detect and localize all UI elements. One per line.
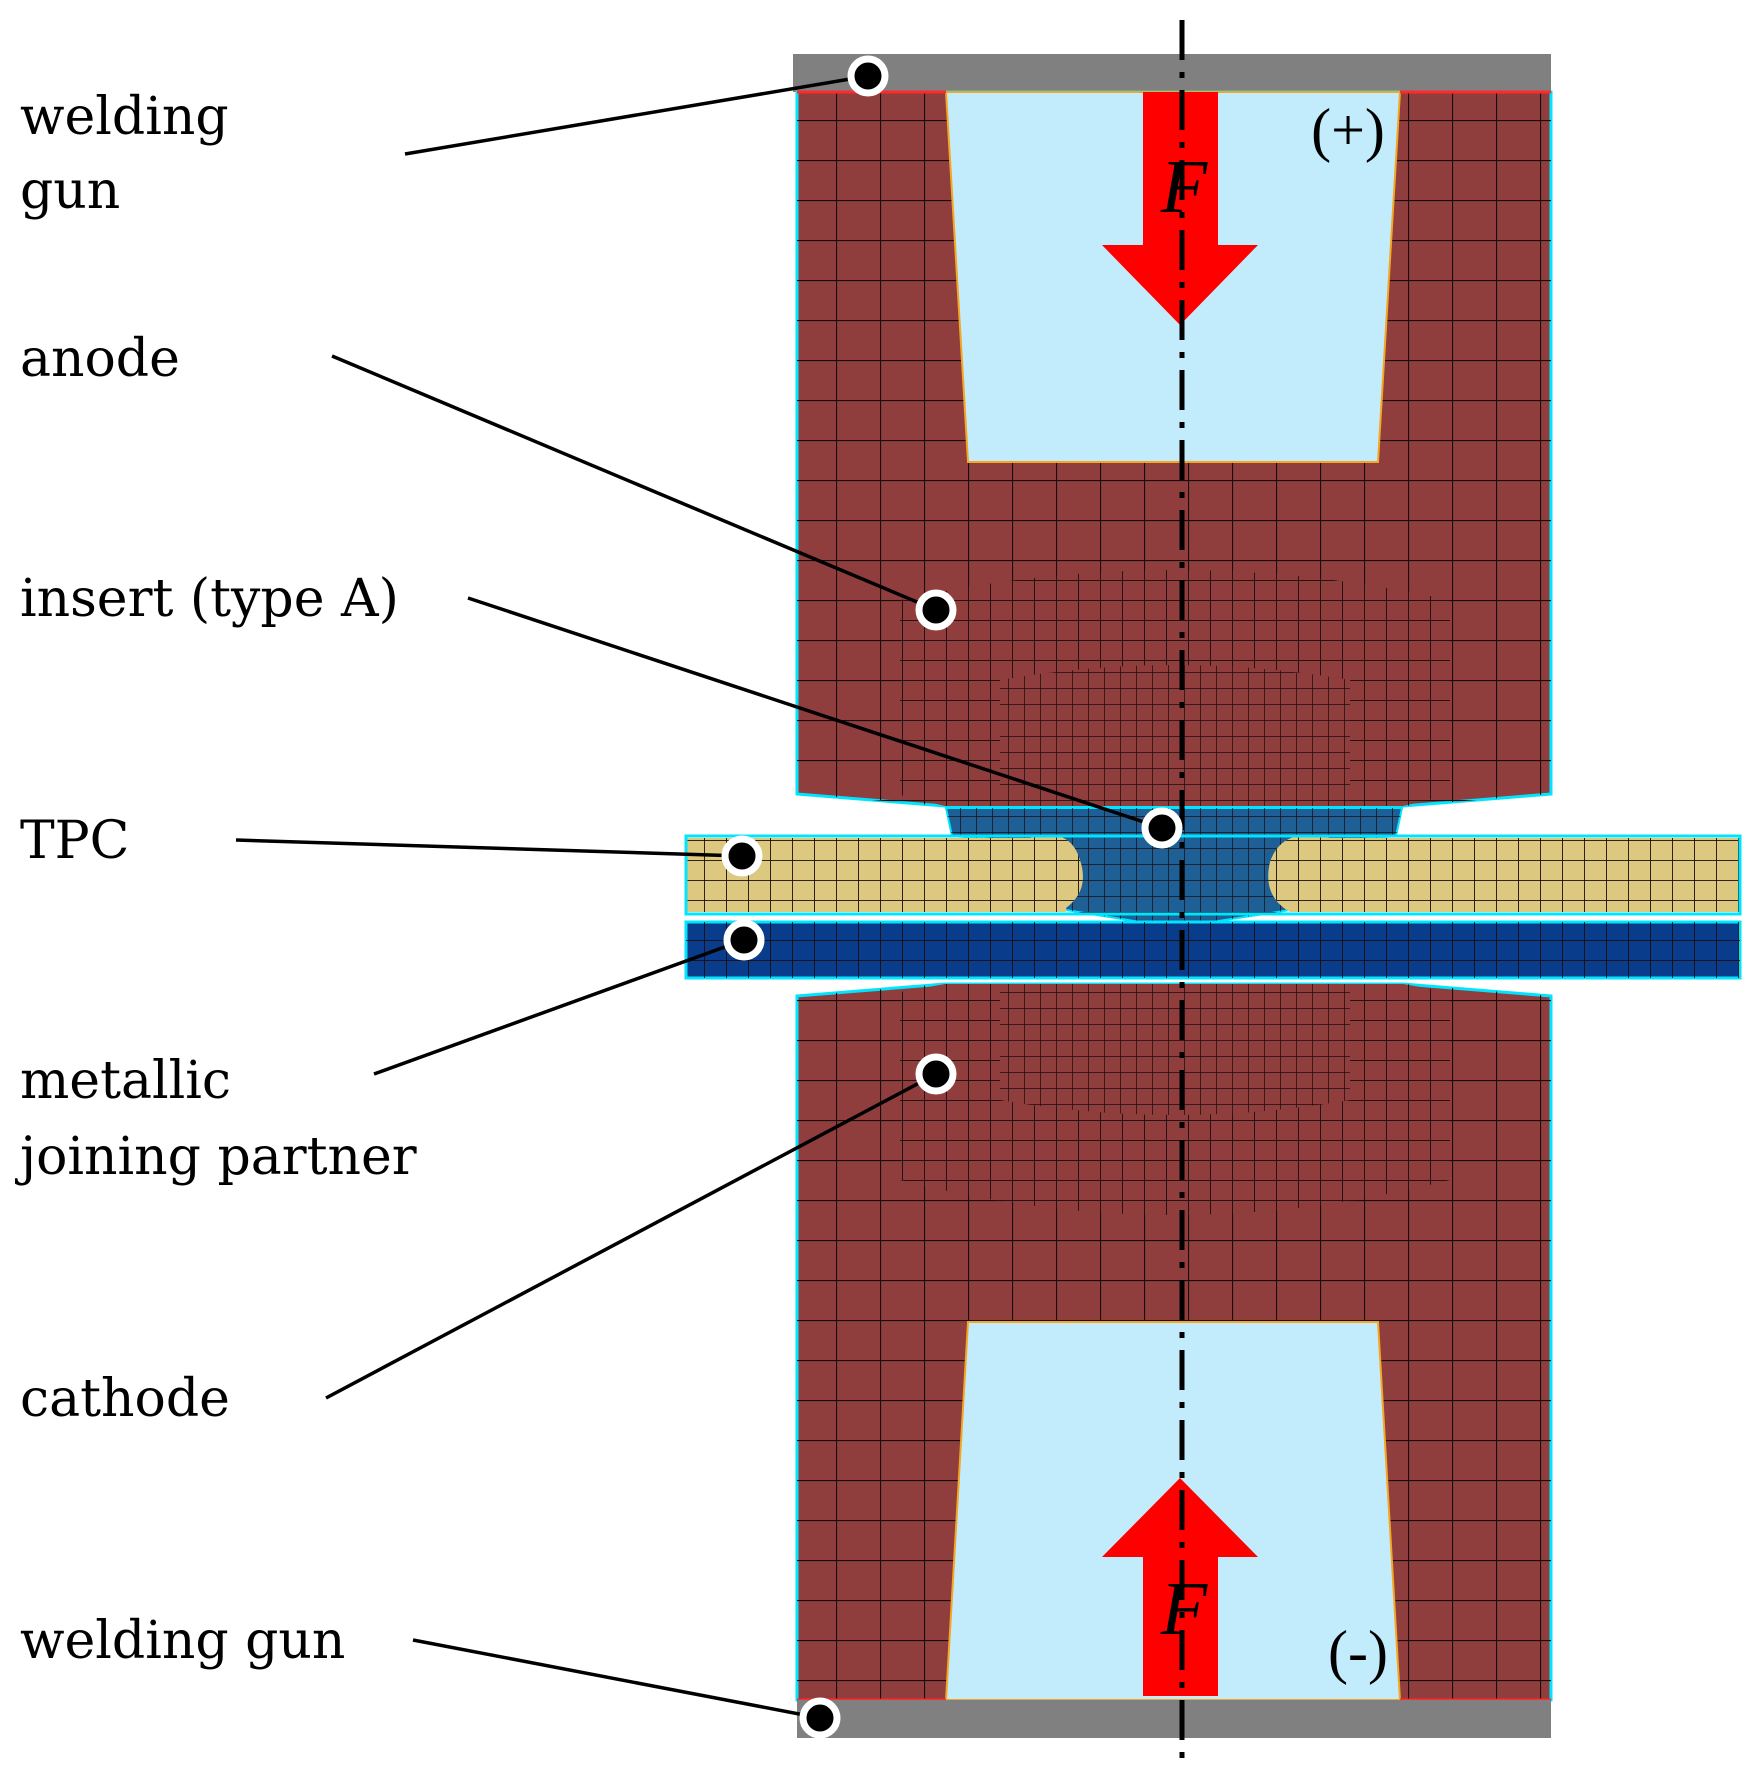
label-tpc: TPC [20, 811, 129, 871]
top-welding-gun-plate [793, 54, 1551, 92]
tpc-layer [684, 834, 1742, 916]
leader-line-welding-gun-bottom [412, 1638, 821, 1720]
bottom-welding-gun-plate [797, 1700, 1551, 1738]
label-insert: insert (type A) [20, 569, 399, 629]
marker-insert [1141, 807, 1183, 849]
leader-line-insert [467, 596, 1163, 830]
leader-line-anode [331, 354, 937, 612]
leader-line-metallic [373, 938, 745, 1076]
polarity-negative: (-) [1328, 1619, 1388, 1685]
marker-welding-gun-top [847, 55, 889, 97]
marker-cathode [915, 1053, 957, 1095]
label-metallic-line2: joining partner [15, 1127, 417, 1187]
label-anode: anode [20, 329, 180, 389]
label-cathode: cathode [20, 1369, 230, 1429]
label-welding-gun-top-line2: gun [20, 161, 120, 221]
metallic-joining-partner [684, 920, 1742, 980]
marker-tpc [721, 835, 763, 877]
marker-metallic [723, 919, 765, 961]
polarity-positive: (+) [1311, 97, 1385, 163]
label-welding-gun-bottom: welding gun [20, 1611, 345, 1671]
leader-line-welding-gun-top [404, 74, 869, 156]
leader-line-tpc [235, 838, 743, 858]
force-arrow-down [1102, 92, 1258, 325]
marker-welding-gun-bottom [799, 1697, 841, 1739]
label-metallic-line1: metallic [20, 1051, 231, 1111]
label-welding-gun-top-line1: welding [20, 87, 229, 147]
leader-line-cathode [325, 1072, 937, 1400]
marker-anode [915, 589, 957, 631]
